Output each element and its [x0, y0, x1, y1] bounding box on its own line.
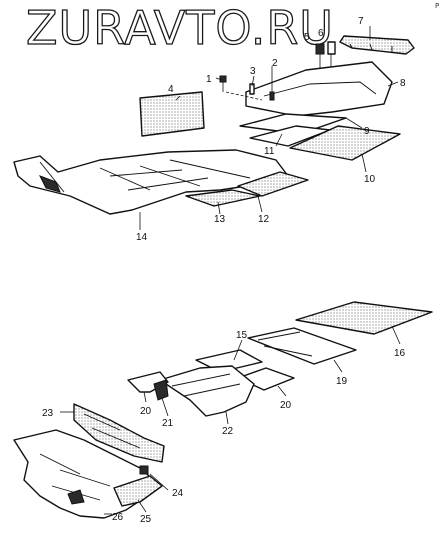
- callout-13: 4: [168, 84, 174, 95]
- part-21-side-cover: [153, 379, 169, 401]
- leader-line: [149, 473, 169, 491]
- callout-24: 26: [112, 512, 124, 523]
- part-6-fastener: [269, 91, 275, 101]
- callout-21: 21: [162, 418, 174, 429]
- part-9-rear-floor-carpet: [225, 61, 393, 117]
- callout-2: 13: [214, 214, 226, 225]
- part-25-clip: [139, 465, 149, 475]
- leader-line: [251, 75, 255, 87]
- callout-23: 25: [140, 514, 152, 525]
- callout-9: 8: [400, 78, 406, 89]
- part-22-dash-insulator: [73, 403, 165, 463]
- callout-20-side: 20: [140, 406, 152, 417]
- callout-11: 5: [304, 32, 310, 43]
- part-2-front-mat: [185, 189, 261, 207]
- leader-line: [361, 153, 367, 173]
- callout-3: 12: [258, 214, 270, 225]
- callout-8: 9: [364, 126, 370, 137]
- leader-line: [275, 133, 283, 147]
- leader-line: [217, 201, 221, 215]
- part-16-floor-mat: [247, 327, 357, 365]
- leader-line: [143, 391, 147, 403]
- callout-5: 1: [206, 74, 212, 85]
- part-12-shelf-strip: [339, 35, 415, 55]
- callout-15: 16: [394, 348, 406, 359]
- leader-line: [391, 325, 401, 345]
- callout-25: 24: [172, 488, 184, 499]
- leader-line: [161, 397, 169, 417]
- part-4-rear-mat: [289, 125, 401, 161]
- part-5-clip: [219, 75, 227, 92]
- callout-10: 6: [318, 28, 324, 39]
- leader-line: [277, 385, 287, 397]
- part-20-center-floor-cover: [159, 365, 255, 417]
- part-23-insulator: [113, 475, 163, 507]
- leader-line: [137, 499, 147, 513]
- part-3-front-mat: [237, 171, 309, 197]
- leader-line: [225, 411, 229, 425]
- callout-26: 15: [236, 330, 248, 341]
- part-13-panel: [139, 91, 205, 137]
- watermark-text: ZURAVTO.RU: [26, 1, 334, 55]
- callout-14: 11: [264, 146, 275, 157]
- callout-12: 7: [358, 16, 364, 27]
- callout-19: 20: [280, 400, 292, 411]
- callout-22: 23: [42, 408, 54, 419]
- leader-line: [257, 195, 263, 213]
- callout-7: 3: [250, 66, 256, 77]
- callout-6: 2: [272, 58, 278, 69]
- part-19-floor-mat: [237, 367, 295, 391]
- callout-1: 14: [136, 232, 148, 243]
- callout-20-center: 22: [222, 426, 234, 437]
- leader-line: [345, 117, 363, 129]
- leader-line: [387, 81, 399, 87]
- leader-line: [215, 77, 223, 81]
- part-15-rear-floor-mat: [295, 301, 433, 335]
- part-1-main-floor-carpet: [13, 149, 289, 215]
- leader-line: [233, 339, 243, 361]
- corner-mark: P: [435, 2, 439, 10]
- leader-line: [175, 95, 181, 101]
- callout-4: 10: [364, 174, 376, 185]
- leader-line: [333, 359, 343, 373]
- callout-16: 19: [336, 376, 348, 387]
